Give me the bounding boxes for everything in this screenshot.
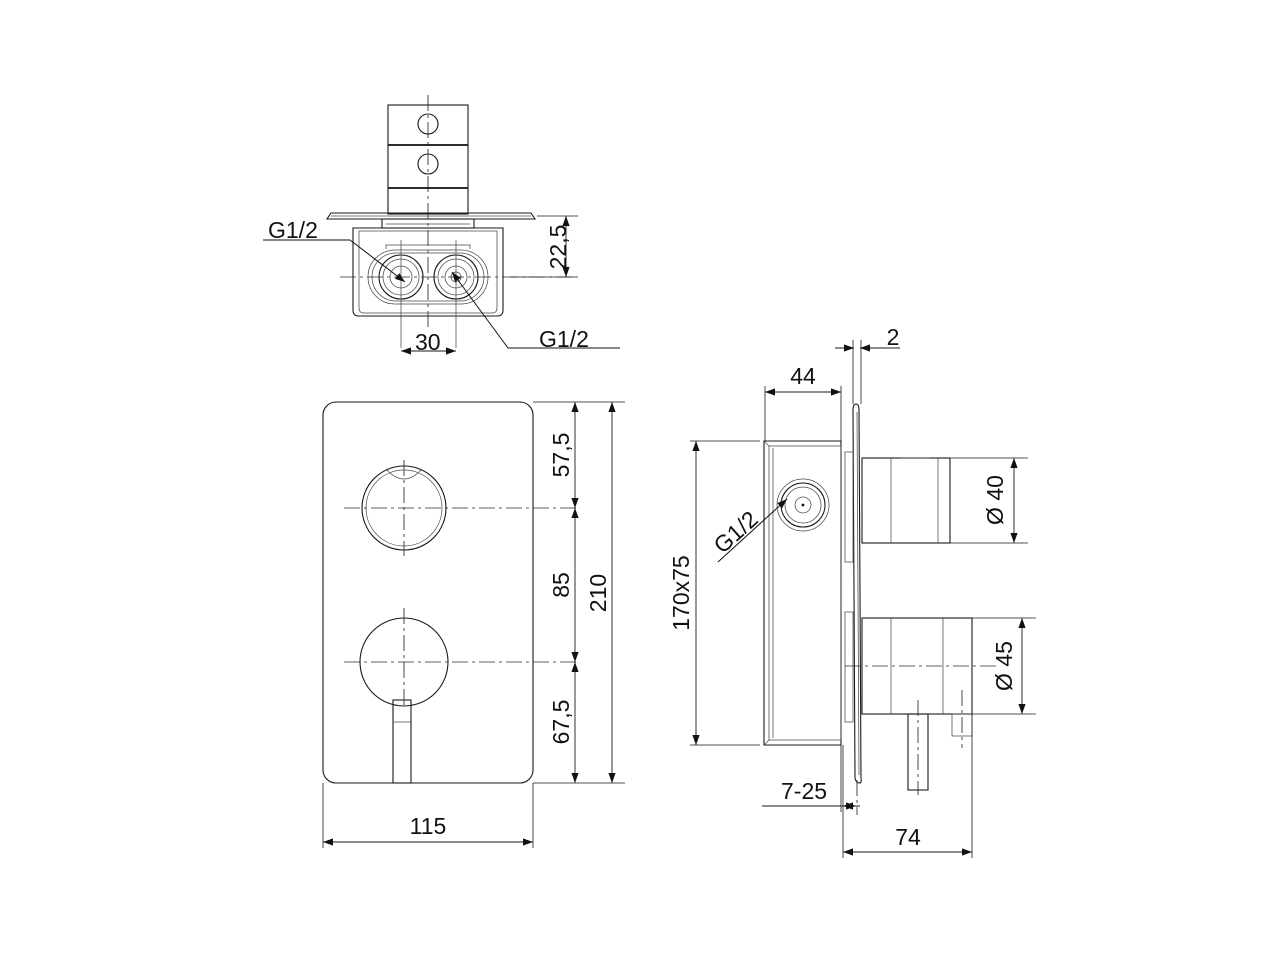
label-dim-d45: Ø 45 xyxy=(991,641,1017,691)
leader-g12-side xyxy=(717,498,788,563)
side-collars xyxy=(844,451,854,723)
label-dim-44: 44 xyxy=(790,363,816,389)
side-view-group xyxy=(690,340,1036,858)
side-upper-knob xyxy=(861,457,951,544)
label-g12-top-right: G1/2 xyxy=(539,326,589,352)
label-dim-67-5: 67,5 xyxy=(548,700,574,745)
dimension-115 xyxy=(322,783,534,848)
dimension-d45 xyxy=(972,617,1036,715)
label-dim-30: 30 xyxy=(415,329,441,355)
label-dim-22-5: 22,5 xyxy=(545,225,571,270)
front-view-group xyxy=(322,401,625,848)
dimension-d40 xyxy=(950,457,1028,544)
dimension-74 xyxy=(842,714,973,858)
label-dim-2: 2 xyxy=(887,324,900,350)
dimension-44 xyxy=(764,386,842,441)
side-body xyxy=(763,440,842,746)
escutcheon-plate-edge xyxy=(852,403,862,784)
label-g12-side: G1/2 xyxy=(708,506,762,559)
dimension-text-layer: G1/2 G1/2 30 22,5 57,5 85 67,5 210 115 1… xyxy=(268,217,1017,850)
label-dim-210: 210 xyxy=(585,574,611,612)
front-plate-outline xyxy=(322,401,534,784)
label-dim-115: 115 xyxy=(410,813,447,839)
label-dim-7-25: 7-25 xyxy=(781,778,827,804)
leader-g12-top-left xyxy=(263,239,406,283)
side-lower-knob xyxy=(861,617,973,795)
flange-plate xyxy=(325,212,537,220)
label-dim-57-5: 57,5 xyxy=(548,433,574,478)
dimension-2 xyxy=(835,340,900,404)
dimension-7-25 xyxy=(762,745,860,815)
label-dim-d40: Ø 40 xyxy=(982,475,1008,525)
label-dim-85: 85 xyxy=(548,572,574,598)
label-g12-top-left: G1/2 xyxy=(268,217,318,243)
label-dim-74: 74 xyxy=(895,824,921,850)
dimension-22-5 xyxy=(510,215,578,278)
top-view-group xyxy=(263,95,620,355)
leader-g12-top-right xyxy=(451,271,620,349)
spindle-assembly xyxy=(387,104,469,215)
label-dim-170x75: 170x75 xyxy=(668,555,694,630)
side-inlet-port xyxy=(776,478,830,532)
dimension-170x75 xyxy=(690,440,760,746)
